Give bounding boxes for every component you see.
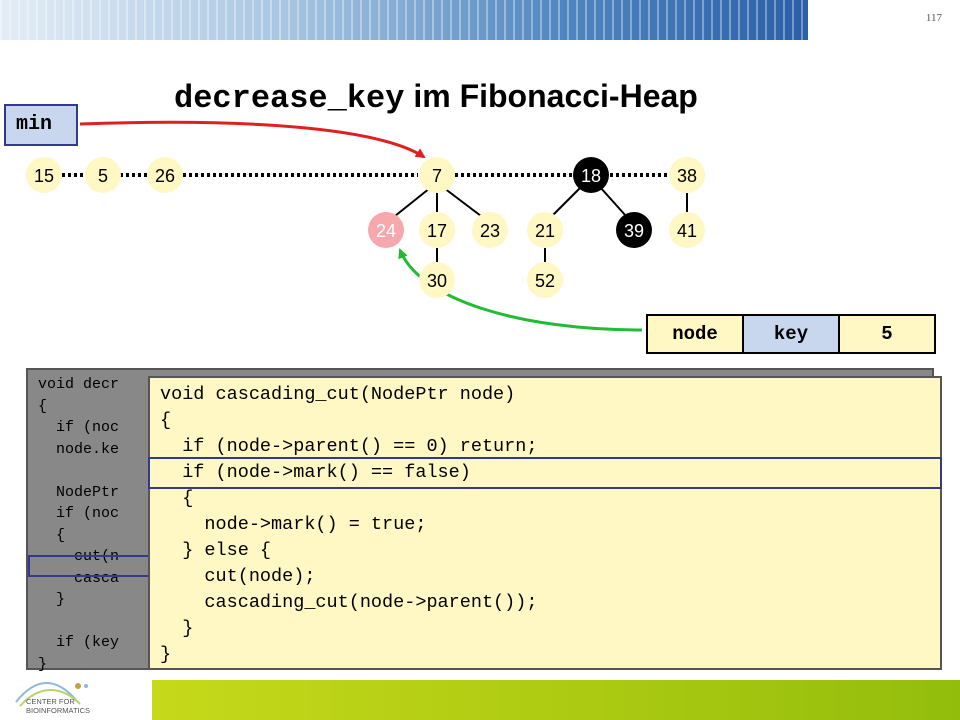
svg-text:38: 38 (677, 166, 697, 186)
svg-text:52: 52 (535, 271, 555, 291)
tree-edges (394, 186, 688, 262)
heap-node: 26 (147, 157, 183, 193)
param-key-label: key (742, 314, 840, 354)
heap-node: 5 (85, 157, 121, 193)
svg-text:15: 15 (34, 166, 54, 186)
center-for-bioinformatics-logo-icon (15, 682, 88, 707)
page-number: 117 (925, 12, 942, 24)
heap-node: 38 (669, 157, 705, 193)
heap-node: 17 (419, 212, 455, 248)
heap-node-marked: 18 (573, 157, 609, 193)
svg-text:21: 21 (535, 221, 555, 241)
svg-text:30: 30 (427, 271, 447, 291)
svg-text:39: 39 (624, 221, 644, 241)
heap-node: 23 (472, 212, 508, 248)
min-pointer-arrow (79, 120, 426, 159)
cascading-cut-code-panel: void cascading_cut(NodePtr node) { if (n… (148, 376, 942, 670)
heap-node-min: 7 (419, 157, 455, 193)
current-line-highlight-cascading-cut (148, 457, 942, 489)
min-pointer-box: min (4, 104, 78, 146)
heap-node-marked: 39 (616, 212, 652, 248)
heap-node: 21 (527, 212, 563, 248)
heap-node: 41 (669, 212, 705, 248)
param-key-value: 5 (838, 314, 936, 354)
svg-text:24: 24 (376, 221, 396, 241)
decrease-key-code: void decr { if (noc node.ke NodePtr if (… (38, 376, 120, 673)
node-pointer-arrow (398, 248, 643, 332)
svg-text:7: 7 (432, 166, 442, 186)
svg-text:18: 18 (581, 166, 601, 186)
header-band-stripes (0, 0, 808, 40)
title-code: decrease_key (174, 80, 405, 117)
svg-text:26: 26 (155, 166, 175, 186)
heap-node: 15 (26, 157, 62, 193)
param-node-label: node (646, 314, 744, 354)
svg-text:5: 5 (98, 166, 108, 186)
heap-node: 30 (419, 262, 455, 298)
svg-text:41: 41 (677, 221, 697, 241)
logo-text: CENTER FOR BIOINFORMATICS (26, 697, 91, 715)
heap-node-highlighted: 24 (368, 212, 404, 248)
parameter-table: node key 5 (646, 314, 936, 354)
cascading-cut-code: void cascading_cut(NodePtr node) { if (n… (160, 384, 538, 665)
heap-node: 52 (527, 262, 563, 298)
header-band (0, 0, 808, 40)
title-text: im Fibonacci-Heap (404, 78, 698, 114)
footer-band (152, 680, 960, 720)
svg-text:17: 17 (427, 221, 447, 241)
svg-text:23: 23 (480, 221, 500, 241)
slide-title: decrease_key im Fibonacci-Heap (174, 78, 698, 117)
